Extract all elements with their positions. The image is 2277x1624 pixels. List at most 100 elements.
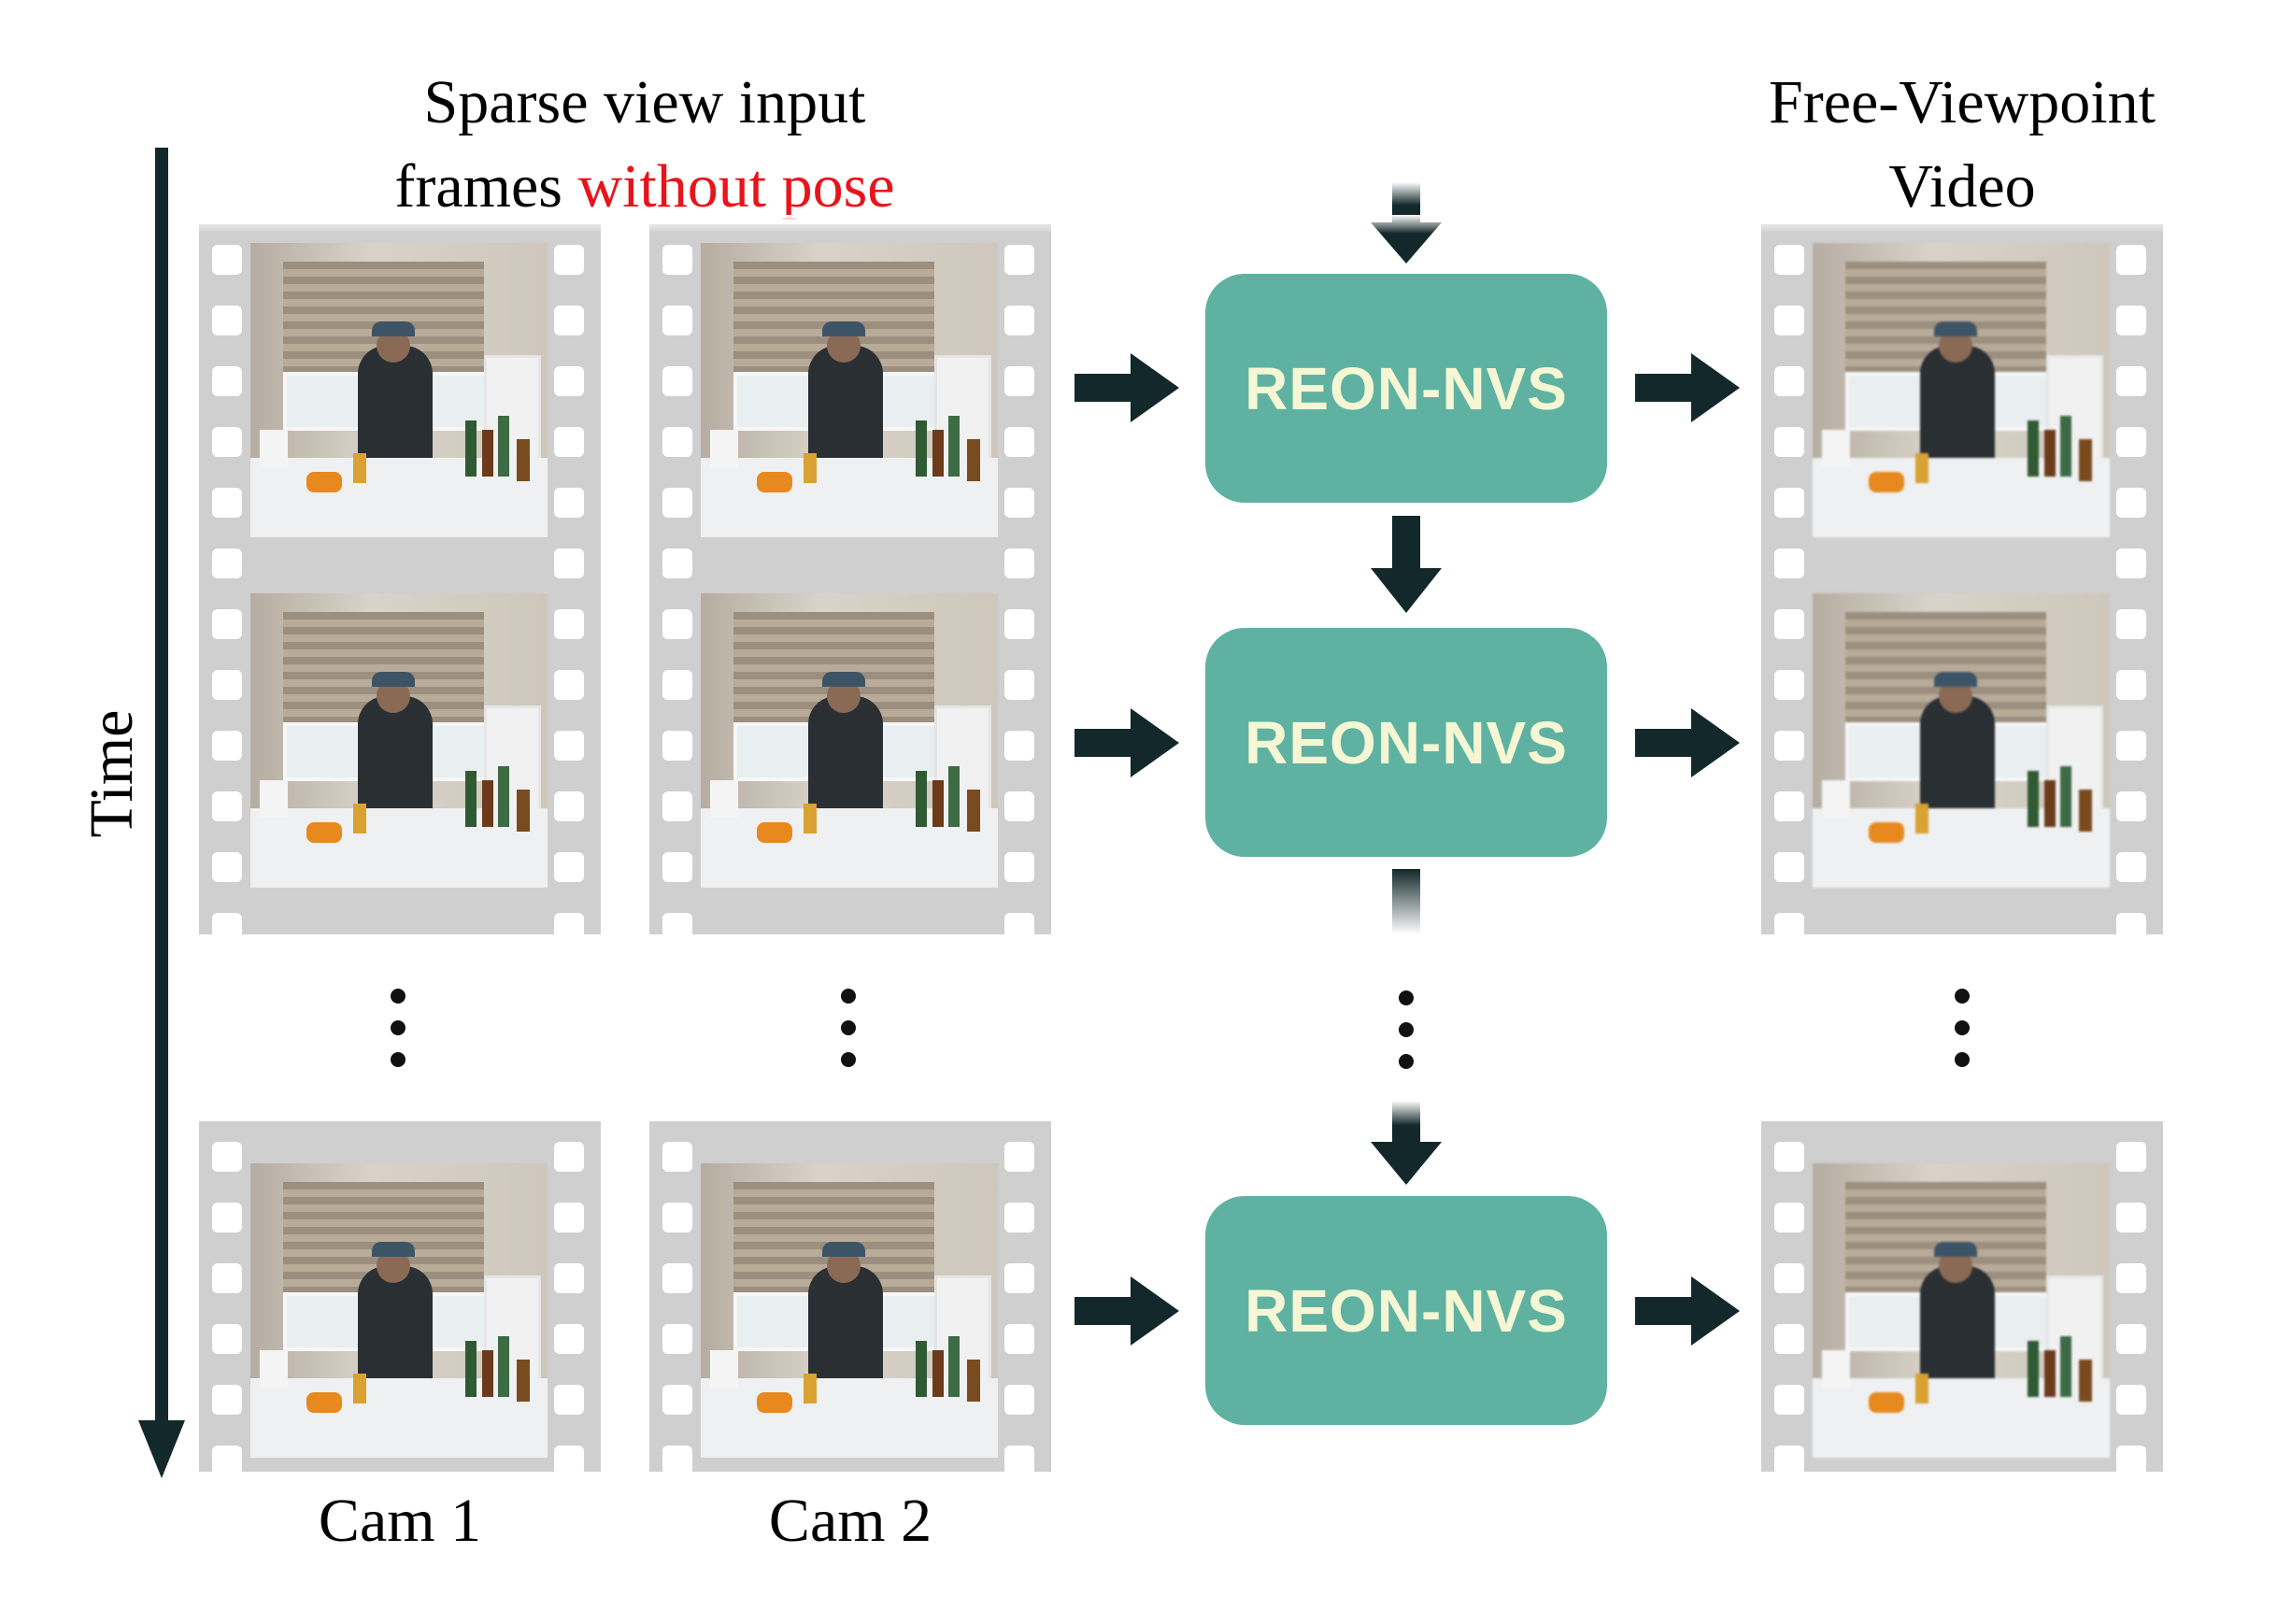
camera-caption-1: Cam 1 xyxy=(318,1487,482,1555)
sprocket-hole xyxy=(662,366,692,396)
sprocket-hole xyxy=(2116,1446,2146,1475)
sprocket-hole xyxy=(1774,1385,1804,1415)
sprocket-hole xyxy=(554,1446,584,1475)
video-frame-image xyxy=(701,593,998,888)
sprocket-hole xyxy=(1774,852,1804,882)
arrow-module1-to-module2 xyxy=(1371,516,1442,613)
sprocket-hole xyxy=(1774,366,1804,396)
sprocket-hole xyxy=(2116,1203,2146,1232)
sprocket-hole xyxy=(554,913,584,943)
sprocket-hole xyxy=(1774,670,1804,700)
sprocket-hole xyxy=(1004,488,1034,518)
sprocket-hole xyxy=(1774,488,1804,518)
video-frame-image xyxy=(250,1163,548,1458)
sprocket-hole xyxy=(212,488,242,518)
sprocket-hole xyxy=(1774,427,1804,457)
input-title: Sparse view input frames without pose xyxy=(308,61,981,229)
arrow-module2-down xyxy=(1392,869,1420,934)
sprocket-hole xyxy=(212,1142,242,1172)
ellipsis-dot xyxy=(1399,1022,1414,1037)
sprocket-hole xyxy=(1774,1324,1804,1354)
sprocket-hole xyxy=(1004,1203,1034,1232)
sprocket-hole xyxy=(1004,1385,1034,1415)
sprocket-hole xyxy=(212,852,242,882)
sprocket-hole xyxy=(554,1203,584,1232)
sprocket-hole xyxy=(1774,913,1804,943)
sprocket-hole xyxy=(212,1446,242,1475)
ellipsis-dot xyxy=(1955,989,1970,1004)
sprocket-hole xyxy=(1004,1446,1034,1475)
sprocket-hole xyxy=(212,1263,242,1293)
strip-fade-top xyxy=(187,215,2186,234)
sprocket-hole xyxy=(554,731,584,761)
sprocket-hole xyxy=(662,488,692,518)
arrow-input-to-module-3 xyxy=(1074,1276,1179,1346)
sprocket-hole xyxy=(1004,913,1034,943)
sprocket-hole xyxy=(2116,731,2146,761)
sprocket-hole xyxy=(554,1324,584,1354)
sprocket-hole xyxy=(662,548,692,578)
sprocket-hole xyxy=(2116,488,2146,518)
ellipsis-dot xyxy=(1955,1020,1970,1035)
sprocket-hole xyxy=(1774,609,1804,639)
video-frame-image xyxy=(1813,1163,2110,1458)
sprocket-hole xyxy=(212,1203,242,1232)
sprocket-hole xyxy=(1004,731,1034,761)
sprocket-hole xyxy=(1774,1446,1804,1475)
sprocket-hole xyxy=(1774,1203,1804,1232)
sprocket-hole xyxy=(554,306,584,335)
ellipsis-dot xyxy=(1399,1054,1414,1069)
sprocket-hole xyxy=(554,366,584,396)
sprocket-hole xyxy=(2116,852,2146,882)
time-axis-line xyxy=(155,148,168,1456)
camera-caption-2: Cam 2 xyxy=(768,1487,932,1555)
sprocket-hole xyxy=(554,1385,584,1415)
input-title-line1: Sparse view input xyxy=(423,68,866,136)
sprocket-hole xyxy=(662,1324,692,1354)
sprocket-hole xyxy=(1004,1263,1034,1293)
sprocket-hole xyxy=(662,1203,692,1232)
sprocket-hole xyxy=(662,1142,692,1172)
sprocket-hole xyxy=(554,1142,584,1172)
sprocket-hole xyxy=(662,306,692,335)
sprocket-hole xyxy=(1004,548,1034,578)
arrow-input-to-module-2 xyxy=(1074,708,1179,777)
ellipsis-dot xyxy=(391,1052,406,1067)
sprocket-hole xyxy=(2116,306,2146,335)
sprocket-hole xyxy=(1004,366,1034,396)
video-frame-image xyxy=(1813,243,2110,537)
sprocket-hole xyxy=(2116,1263,2146,1293)
video-frame-image xyxy=(250,593,548,888)
arrow-input-to-module-1 xyxy=(1074,353,1179,422)
sprocket-hole xyxy=(1004,245,1034,275)
sprocket-hole xyxy=(212,548,242,578)
sprocket-hole xyxy=(2116,548,2146,578)
sprocket-hole xyxy=(662,852,692,882)
sprocket-hole xyxy=(662,791,692,821)
sprocket-hole xyxy=(212,366,242,396)
time-axis-arrowhead xyxy=(138,1420,185,1478)
output-title-line1: Free-Viewpoint xyxy=(1769,68,2156,136)
sprocket-hole xyxy=(1004,1142,1034,1172)
sprocket-hole xyxy=(2116,1142,2146,1172)
sprocket-hole xyxy=(662,670,692,700)
sprocket-hole xyxy=(2116,366,2146,396)
sprocket-hole xyxy=(1774,245,1804,275)
sprocket-hole xyxy=(2116,245,2146,275)
sprocket-hole xyxy=(1004,1324,1034,1354)
reon-nvs-module-1: REON-NVS xyxy=(1205,274,1607,503)
sprocket-hole xyxy=(554,488,584,518)
arrow-module-2-to-output xyxy=(1635,708,1740,777)
sprocket-hole xyxy=(1774,1142,1804,1172)
sprocket-hole xyxy=(662,731,692,761)
module-label: REON-NVS xyxy=(1245,708,1568,776)
sprocket-hole xyxy=(212,670,242,700)
sprocket-hole xyxy=(1004,791,1034,821)
sprocket-hole xyxy=(1004,306,1034,335)
sprocket-hole xyxy=(212,306,242,335)
arrow-down-into-module-3 xyxy=(1371,1101,1442,1185)
sprocket-hole xyxy=(2116,427,2146,457)
sprocket-hole xyxy=(1004,609,1034,639)
ellipsis-dot xyxy=(391,989,406,1004)
